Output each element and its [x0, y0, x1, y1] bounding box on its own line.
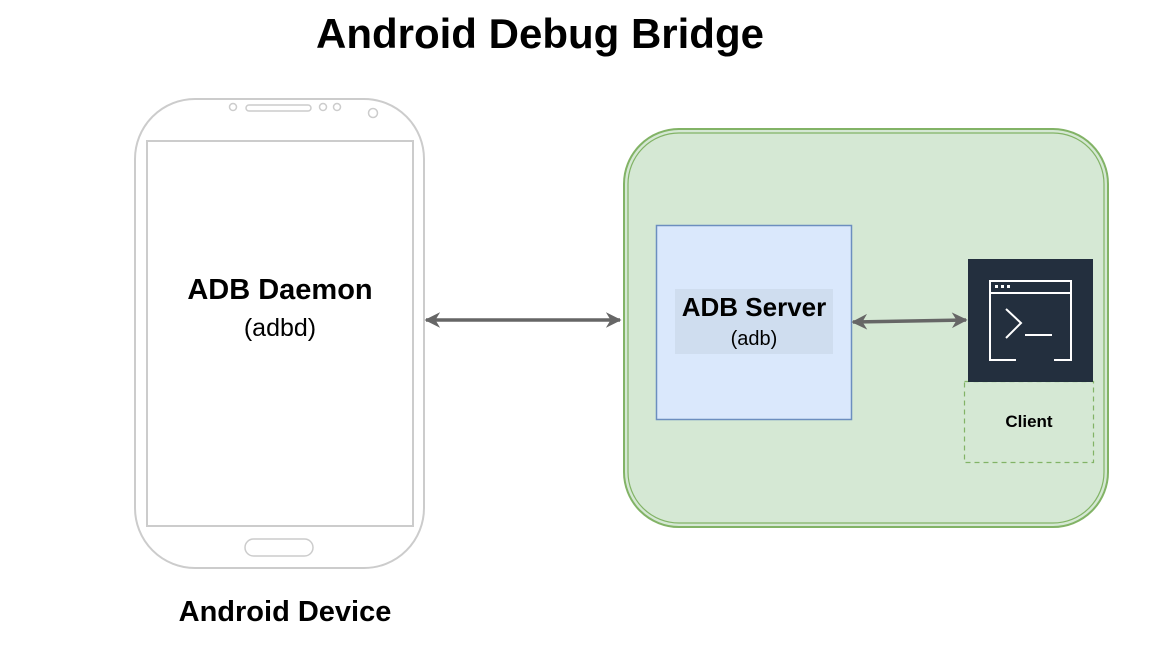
diagram-title: Android Debug Bridge [316, 10, 764, 57]
server-label-background [675, 289, 833, 354]
phone-speaker [245, 104, 312, 112]
phone-front-camera [228, 102, 238, 112]
adb-server-label: ADB Server [681, 292, 827, 322]
phone-home-button [244, 538, 314, 557]
phone-screen [146, 140, 414, 527]
server-client-arrow [851, 312, 968, 330]
adb-server-command: (adb) [730, 328, 778, 350]
client-label: Client [1005, 412, 1053, 431]
adb-daemon-command: (adbd) [243, 314, 317, 342]
phone-sensor [367, 107, 379, 119]
terminal-icon [968, 259, 1093, 382]
android-device-label: Android Device [178, 596, 392, 628]
phone-sensor [318, 102, 328, 112]
android-phone-icon [134, 98, 425, 569]
phone-sensor [332, 102, 342, 112]
adb-daemon-label: ADB Daemon [187, 274, 373, 306]
